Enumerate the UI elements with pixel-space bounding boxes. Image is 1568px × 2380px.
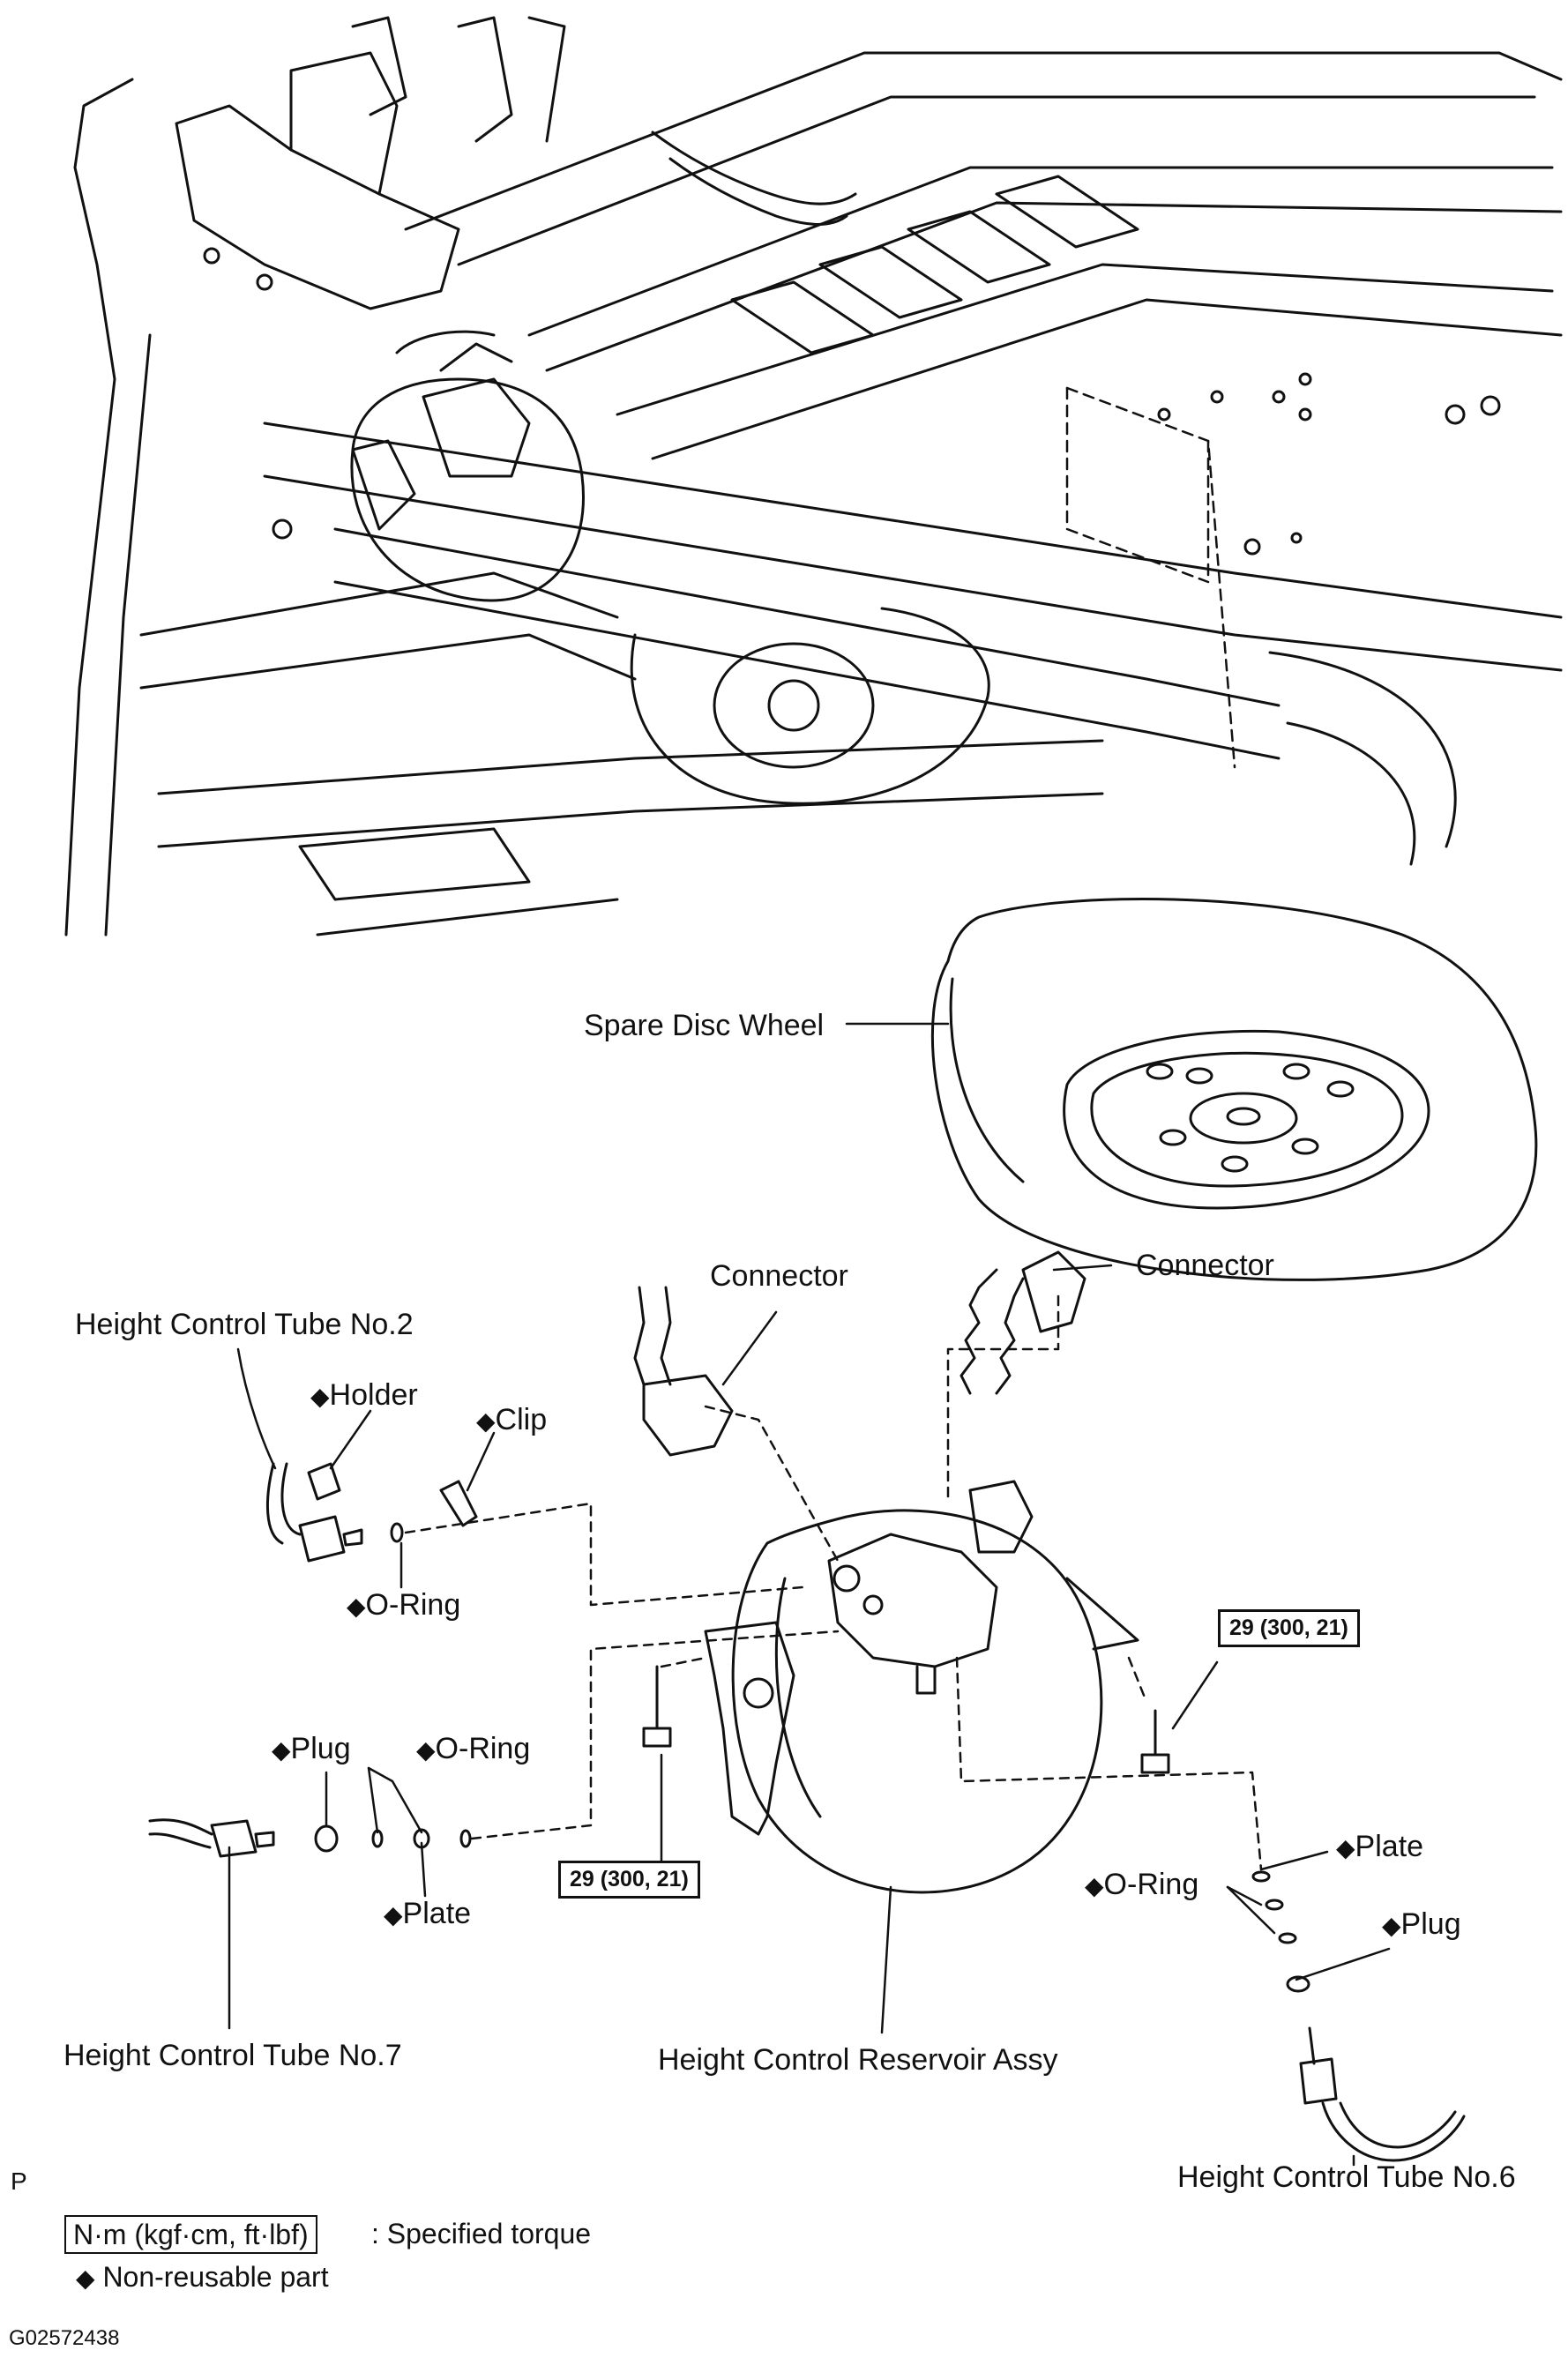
non-reusable-symbol: ◆ (272, 1736, 291, 1764)
connector-right-label: Connector (1136, 1249, 1274, 1282)
plate-right-label: ◆Plate (1336, 1830, 1424, 1863)
tube6-fitting-drawing (1251, 1870, 1466, 2162)
connector-harness-right (959, 1250, 1086, 1395)
non-reusable-symbol: ◆ (347, 1593, 366, 1620)
reservoir-assy-label: Height Control Reservoir Assy (658, 2043, 1058, 2077)
oring-top-label: ◆O-Ring (347, 1588, 461, 1622)
non-reusable-legend: ◆ Non-reusable part (76, 2261, 329, 2293)
figure-id: G02572438 (9, 2326, 120, 2350)
non-reusable-symbol: ◆ (310, 1383, 330, 1410)
non-reusable-symbol: ◆ (1336, 1834, 1355, 1861)
dashed-guide-lines (404, 1294, 1263, 1871)
plug-left-label: ◆Plug (272, 1732, 351, 1765)
vehicle-underbody (64, 16, 1563, 936)
non-reusable-symbol: ◆ (384, 1901, 403, 1929)
p-marker: P (11, 2167, 27, 2195)
spare-disc-wheel-drawing (930, 898, 1538, 1281)
non-reusable-symbol: ◆ (476, 1407, 496, 1435)
oring-left-label: ◆O-Ring (416, 1732, 531, 1765)
connector-harness-left (633, 1286, 734, 1457)
torque-spec-left: 29 (300, 21) (558, 1861, 700, 1899)
non-reusable-symbol: ◆ (416, 1736, 436, 1764)
leader-lines (228, 1022, 1391, 2167)
clip-label: ◆Clip (476, 1403, 548, 1436)
tube6-label: Height Control Tube No.6 (1177, 2160, 1516, 2194)
connector-left-label: Connector (710, 1259, 848, 1293)
non-reusable-symbol: ◆ (1085, 1872, 1104, 1899)
non-reusable-symbol: ◆ (1382, 1912, 1401, 1939)
plug-right-label: ◆Plug (1382, 1907, 1461, 1941)
plate-left-label: ◆Plate (384, 1897, 472, 1930)
non-reusable-symbol: ◆ (76, 2264, 95, 2292)
spare-disc-wheel-label: Spare Disc Wheel (584, 1009, 825, 1042)
tube7-fitting-drawing (148, 1818, 472, 1858)
holder-label: ◆Holder (310, 1378, 418, 1412)
oring-right-label: ◆O-Ring (1085, 1868, 1199, 1901)
torque-unit-box: N·m (kgf·cm, ft·lbf) (64, 2215, 317, 2254)
tube2-label: Height Control Tube No.2 (75, 1308, 414, 1341)
reservoir-assy-drawing (642, 1480, 1170, 1894)
tube2-fitting-drawing (266, 1462, 478, 1563)
torque-legend-text: : Specified torque (371, 2218, 592, 2249)
tube7-label: Height Control Tube No.7 (63, 2039, 402, 2072)
torque-spec-right: 29 (300, 21) (1218, 1609, 1360, 1647)
